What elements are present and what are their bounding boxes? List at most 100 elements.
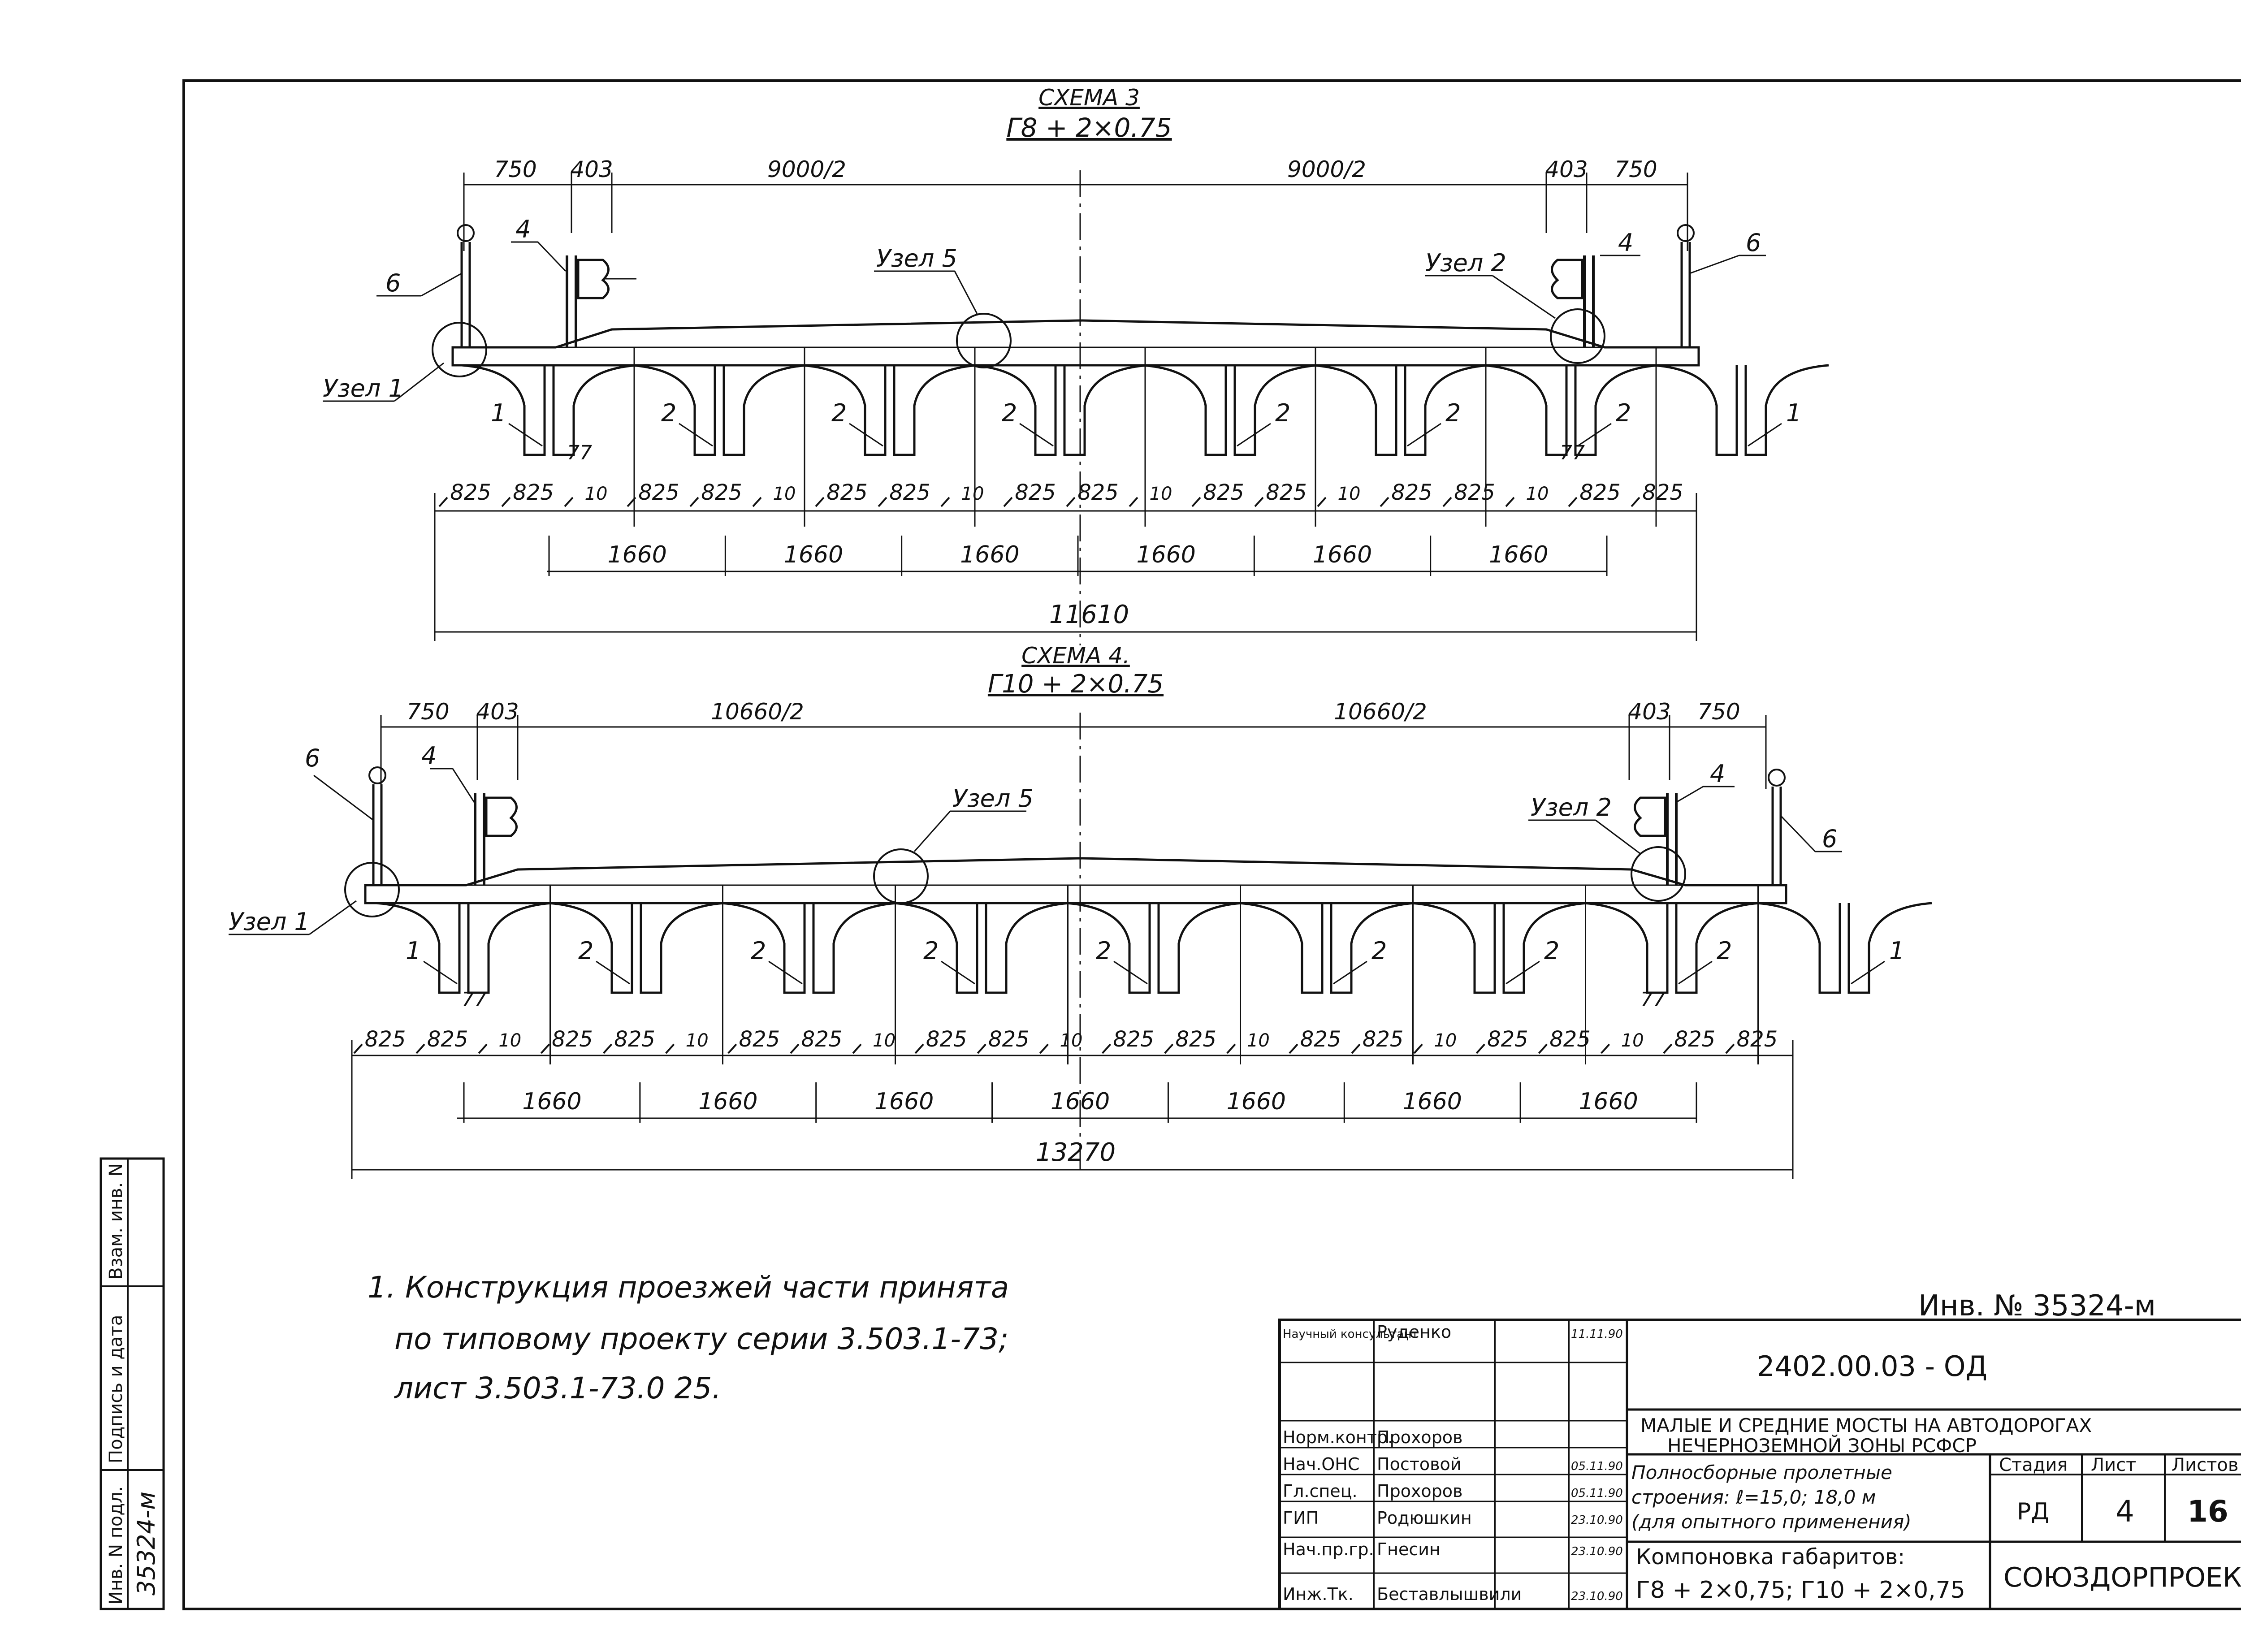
- scheme4-row1-dim-value: 10: [1621, 1030, 1644, 1051]
- scheme-3: СХЕМА 3 Г8 + 2×0.75 750 403 9000/2 9000/…: [323, 85, 1829, 645]
- scheme4-row1-tick: [1413, 1043, 1423, 1054]
- scheme3-row1-dim-value: 825: [450, 480, 491, 505]
- scheme3-barrier-right: [1551, 255, 1595, 347]
- scheme3-deck: [451, 319, 1700, 367]
- subject-line-1: Полносборные пролетные: [1631, 1462, 1892, 1483]
- signer-name: Прохоров: [1377, 1427, 1462, 1447]
- scheme3-pos-4-right: 4: [1618, 229, 1633, 257]
- scheme3-beam: 2: [802, 347, 978, 527]
- scheme4-dim-750-right: 750: [1697, 699, 1740, 725]
- scheme3-dim-403-right: 403: [1545, 156, 1588, 182]
- scheme4-pos-6-right: 6: [1822, 825, 1837, 853]
- scheme3-row1-dim-value: 10: [1338, 484, 1361, 504]
- scheme3-spacing-value: 1660: [1313, 541, 1372, 568]
- scheme3-row1-dim-value: 825: [1203, 480, 1244, 505]
- scheme4-deck: [364, 857, 1787, 904]
- scheme4-spacing-value: 1660: [698, 1088, 757, 1115]
- scheme4-barrier-left: [474, 793, 518, 885]
- scheme3-row1-dim-value: 825: [1579, 480, 1621, 505]
- scheme4-row1-tick: [353, 1043, 363, 1054]
- scheme3-beam: 2: [1142, 347, 1318, 527]
- signer-row: Норм.контр.Прохоров: [1283, 1427, 1462, 1447]
- sheet-header: Лист: [2091, 1455, 2136, 1475]
- scheme3-row1-dim-value: 825: [1077, 480, 1119, 505]
- stage-header: Стадия: [1999, 1455, 2068, 1475]
- signer-name: Прохоров: [1377, 1481, 1462, 1501]
- scheme4-row1-tick: [1039, 1043, 1049, 1054]
- scheme4-row1-tick: [1725, 1043, 1735, 1054]
- scheme3-node-2-circle: [1550, 308, 1605, 364]
- scheme3-row1-dim-value: 825: [513, 480, 554, 505]
- signer-name: Постовой: [1377, 1454, 1461, 1474]
- signer-date: 23.10.90: [1571, 1545, 1623, 1558]
- scheme4-row1-tick: [415, 1043, 425, 1054]
- scheme3-row1-tick: [1003, 497, 1013, 507]
- scheme3-row1-tick: [1631, 497, 1640, 507]
- scheme4-row1-tick: [977, 1043, 986, 1054]
- scheme4-beam: 2: [1239, 885, 1415, 1064]
- scheme4-node-2-label: Узел 2: [1531, 793, 1612, 822]
- signer-role: Инж.Тк.: [1283, 1584, 1354, 1604]
- scheme3-dim-750-right: 750: [1614, 156, 1657, 182]
- scheme4-total: 13270: [1036, 1138, 1116, 1167]
- scheme3-dim-half-left: 9000/2: [767, 156, 846, 182]
- project-line-2: НЕЧЕРНОЗЕМНОЙ ЗОНЫ РСФСР: [1667, 1434, 1977, 1457]
- scheme4-row1-tick: [540, 1043, 550, 1054]
- scheme-4: СХЕМА 4. Г10 + 2×0.75 750 403 10660/2 10…: [229, 643, 1932, 1179]
- scheme3-pos-6-left: 6: [385, 269, 401, 297]
- project-line-1: МАЛЫЕ И СРЕДНИЕ МОСТЫ НА АВТОДОРОГАХ: [1640, 1414, 2092, 1436]
- scheme4-pos-4-left: 4: [421, 742, 437, 770]
- signer-role: ГИП: [1283, 1508, 1319, 1528]
- scheme4-node-2-circle: [1631, 846, 1686, 902]
- scheme3-row1-tick: [1317, 497, 1327, 507]
- scheme3-row1-tick: [689, 497, 699, 507]
- scheme4-row1-dim-value: 825: [988, 1027, 1030, 1052]
- scheme4-title: СХЕМА 4.: [1021, 643, 1130, 669]
- scheme4-railing-left: [368, 766, 386, 885]
- scheme3-beam: 2: [632, 347, 807, 527]
- scheme4-row1-dim-value: 825: [427, 1027, 468, 1052]
- signer-role: Норм.контр.: [1283, 1427, 1393, 1447]
- signer-name: Беставлышвили: [1377, 1584, 1522, 1604]
- scheme4-pos-6-left: 6: [305, 744, 320, 772]
- scheme3-spacing-value: 1660: [784, 541, 843, 568]
- scheme4-beam: 2: [549, 885, 724, 1064]
- scheme4-row1-tick: [1538, 1043, 1548, 1054]
- scheme4-row1-dim-value: 825: [365, 1027, 406, 1052]
- scheme4-row1-tick: [1164, 1043, 1174, 1054]
- signer-date: 23.10.90: [1571, 1514, 1623, 1527]
- scheme4-row1-dim-value: 825: [1300, 1027, 1341, 1052]
- signer-role: Научный консультант: [1283, 1328, 1418, 1341]
- scheme3-node-5-circle: [956, 313, 1012, 368]
- scheme4-row1-dim-value: 825: [801, 1027, 843, 1052]
- scheme3-dim-half-right: 9000/2: [1287, 156, 1366, 182]
- subject-line-2: строения: ℓ=15,0; 18,0 м: [1631, 1486, 1876, 1508]
- signer-date: 05.11.90: [1571, 1460, 1623, 1473]
- scheme4-row1-tick: [1289, 1043, 1298, 1054]
- scheme3-row1-tick: [752, 497, 762, 507]
- scheme3-gap-77-left: 77: [567, 441, 592, 464]
- scheme4-beam-mark: 1: [406, 937, 421, 965]
- scheme3-row1-tick: [1129, 497, 1138, 507]
- scheme4-row1-tick: [665, 1043, 675, 1054]
- sheet-value: 4: [2116, 1494, 2134, 1529]
- scheme4-spacing-value: 1660: [874, 1088, 934, 1115]
- signer-role: Гл.спец.: [1283, 1481, 1358, 1501]
- scheme3-row1-tick: [815, 497, 825, 507]
- scheme3-row1-dim-value: 10: [1150, 484, 1172, 504]
- side-stamp-value: 35324-м: [132, 1492, 160, 1596]
- scheme3-spacing-value: 1660: [607, 541, 666, 568]
- scheme4-row1-dim-value: 10: [1060, 1030, 1083, 1051]
- signer-name: Родюшкин: [1377, 1508, 1472, 1528]
- scheme3-row1-dim-value: 10: [1526, 484, 1549, 504]
- scheme3-beam: 1: [461, 364, 637, 456]
- scheme4-node-5-label: Узел 5: [952, 784, 1034, 813]
- scheme3-beam-mark: 2: [831, 399, 847, 427]
